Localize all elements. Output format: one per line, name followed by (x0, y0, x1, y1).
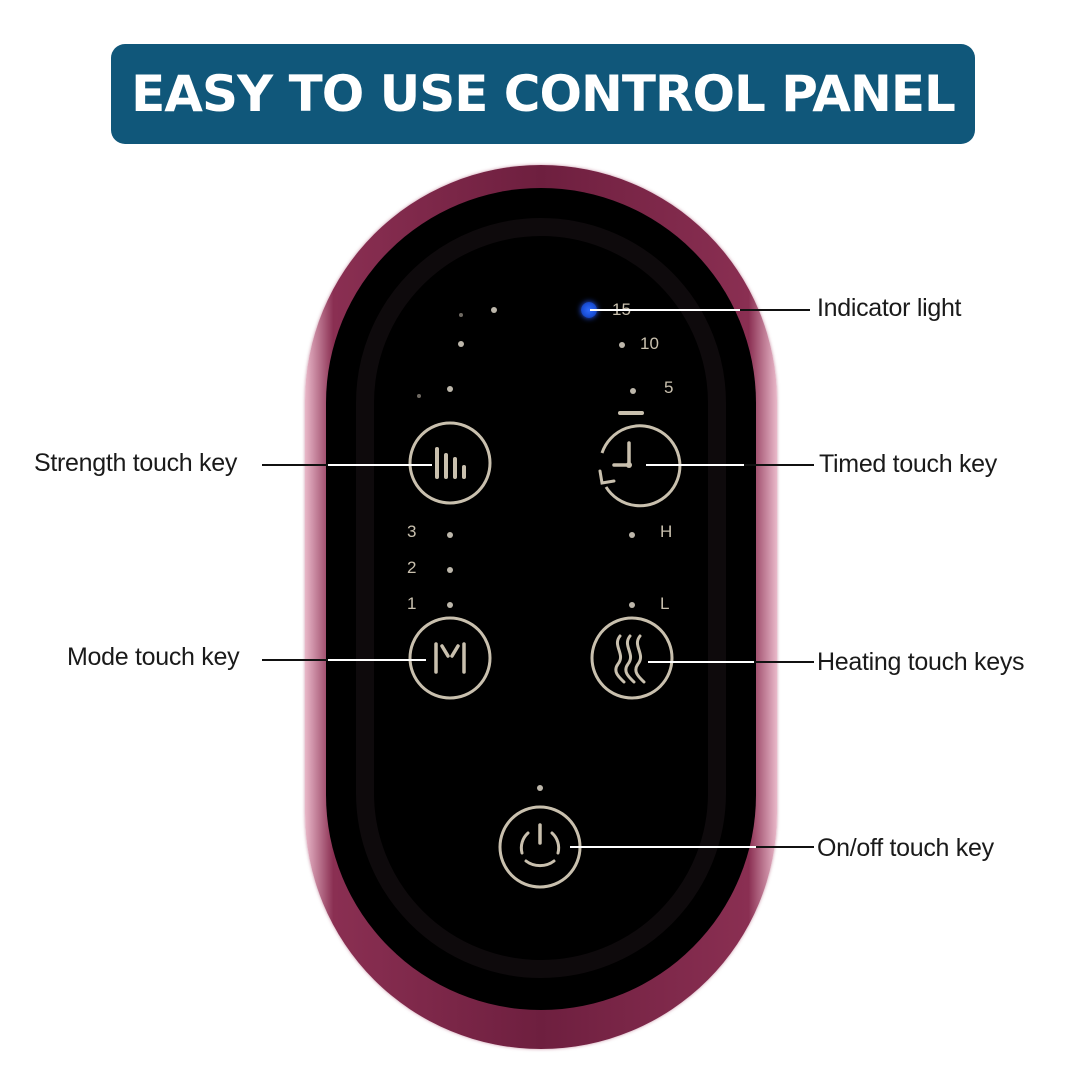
letter-m-icon (408, 616, 492, 700)
heat-label-low: L (660, 594, 670, 613)
power-leader (570, 846, 756, 848)
strength-touch-key[interactable] (408, 421, 492, 505)
bars-icon (408, 421, 492, 505)
timer-leader (646, 464, 744, 466)
callout-mode-key: Mode touch key (67, 643, 240, 671)
banner-title: EASY TO USE CONTROL PANEL (131, 65, 956, 123)
timer-label-5: 5 (664, 378, 674, 397)
mode-label-3: 3 (407, 522, 417, 541)
timer-leader (744, 464, 814, 466)
callout-heating-keys: Heating touch keys (817, 648, 1025, 676)
strength-leader (328, 464, 432, 466)
strength-level-dot-faint (459, 313, 463, 317)
heat-level-dot (629, 602, 635, 608)
strength-leader (262, 464, 328, 466)
timer-level-dot (630, 388, 636, 394)
indicator-leader (590, 309, 740, 311)
control-panel-face: 15 10 5 3 2 1 H L (326, 188, 756, 1010)
mode-touch-key[interactable] (408, 616, 492, 700)
mode-leader (262, 659, 328, 661)
strength-level-dot-faint (417, 394, 421, 398)
callout-indicator-light: Indicator light (817, 294, 962, 322)
mode-label-1: 1 (407, 594, 417, 613)
title-banner: EASY TO USE CONTROL PANEL (111, 44, 975, 144)
power-leader (756, 846, 814, 848)
indicator-leader (740, 309, 810, 311)
mode-level-dot (447, 602, 453, 608)
mode-level-dot (447, 567, 453, 573)
strength-level-dot (458, 341, 464, 347)
callout-power-key: On/off touch key (817, 834, 994, 862)
timer-label-10: 10 (640, 334, 659, 353)
heat-waves-icon (590, 616, 674, 700)
heat-label-high: H (660, 522, 673, 541)
strength-level-dot (491, 307, 497, 313)
clock-refresh-icon (598, 411, 682, 508)
callout-timed-key: Timed touch key (819, 450, 997, 478)
heating-touch-key[interactable] (590, 616, 674, 700)
callout-strength-key: Strength touch key (34, 449, 238, 477)
timer-level-dot (619, 342, 625, 348)
indicator-light (581, 302, 597, 318)
timer-touch-key[interactable] (590, 411, 682, 508)
mode-label-2: 2 (407, 558, 417, 577)
mode-leader (328, 659, 426, 661)
mode-level-dot (447, 532, 453, 538)
power-indicator-dot (537, 785, 543, 791)
heating-leader (754, 661, 814, 663)
heating-leader (648, 661, 754, 663)
heat-level-dot (629, 532, 635, 538)
strength-level-dot (447, 386, 453, 392)
